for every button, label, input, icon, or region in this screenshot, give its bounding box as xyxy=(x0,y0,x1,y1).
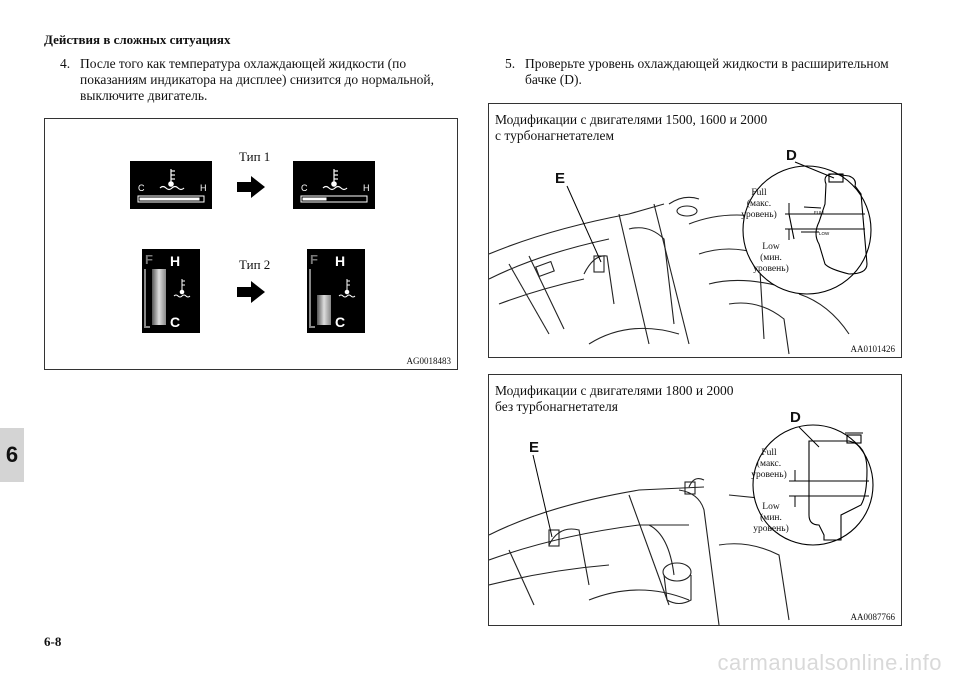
step-number: 5. xyxy=(505,56,516,71)
gauge-c-label: C xyxy=(138,183,145,193)
svg-text:F: F xyxy=(145,252,153,267)
svg-text:C: C xyxy=(335,314,345,330)
chapter-tab: 6 xyxy=(0,428,24,482)
gauge-fill xyxy=(152,269,166,325)
figure-engine-turbo: Модификации с двигателями 1500, 1600 и 2… xyxy=(488,103,902,358)
label-e: E xyxy=(555,170,566,187)
svg-text:C: C xyxy=(170,314,180,330)
step-5: 5. Проверьте уровень охлаждающей жидкост… xyxy=(505,56,925,90)
gauge-fill xyxy=(302,197,327,201)
gauge-display-type1-normal: C H xyxy=(293,161,375,209)
label-d: D xyxy=(790,409,801,426)
low-level-label: уровень) xyxy=(753,264,789,274)
figure-caption-line: Модификации с двигателями 1800 и 2000 xyxy=(495,383,734,398)
svg-text:H: H xyxy=(170,253,180,269)
step-text-line: показаниям индикатора на дисплее) снизит… xyxy=(80,72,435,87)
coolant-temp-icon xyxy=(159,169,185,191)
full-level-label: (макс. xyxy=(746,199,772,209)
coolant-temp-icon xyxy=(322,169,348,191)
step-text-line: После того как температура охлаждающей ж… xyxy=(80,56,407,71)
figure-caption-line: с турбонагнетателем xyxy=(495,128,615,143)
figure-temperature-gauges: Тип 1 Тип 2 C H C xyxy=(44,118,458,370)
step-number: 4. xyxy=(60,56,71,71)
low-level-label: (мин. xyxy=(760,253,782,263)
full-level-label: Full xyxy=(761,448,777,458)
coolant-temp-icon xyxy=(173,279,191,298)
full-level-label: уровень) xyxy=(741,210,777,220)
type2-label: Тип 2 xyxy=(239,257,271,272)
gauge-h-label: H xyxy=(200,183,207,193)
figure-caption-line: Модификации с двигателями 1500, 1600 и 2… xyxy=(495,112,768,127)
figure-code: AA0087766 xyxy=(850,612,896,622)
full-level-label: уровень) xyxy=(751,470,787,480)
step-4: 4. После того как температура охлаждающе… xyxy=(60,56,460,106)
watermark: carmanualsonline.info xyxy=(717,650,942,675)
page-number: 6-8 xyxy=(44,634,62,649)
low-level-label: Low xyxy=(762,502,780,512)
figure-engine-non-turbo: Модификации с двигателями 1800 и 2000 бе… xyxy=(488,374,902,626)
svg-text:F: F xyxy=(310,252,318,267)
figure-code: AA0101426 xyxy=(850,344,896,354)
label-e: E xyxy=(529,439,540,456)
gauge-fill xyxy=(317,295,331,325)
svg-text:H: H xyxy=(363,183,370,193)
type1-label: Тип 1 xyxy=(239,149,271,164)
gauge-display-type2-normal: F H C xyxy=(307,249,365,333)
engine-bay-illustration xyxy=(489,424,874,625)
low-level-label: Low xyxy=(762,242,780,252)
full-level-label: (макс. xyxy=(756,459,782,469)
arrow-right-icon xyxy=(237,281,265,303)
full-level-label: Full xyxy=(751,188,767,198)
svg-text:C: C xyxy=(301,183,308,193)
step-text-line: выключите двигатель. xyxy=(80,88,208,103)
engine-bay-illustration: FULL LOW xyxy=(489,161,872,355)
svg-text:LOW: LOW xyxy=(819,231,830,236)
step-text-line: бачке (D). xyxy=(525,72,582,87)
figure-code: AG0018483 xyxy=(406,356,452,366)
low-level-label: (мин. xyxy=(760,513,782,523)
arrow-right-icon xyxy=(237,176,265,198)
gauge-display-type2-hot: F H C xyxy=(142,249,200,333)
figure-caption-line: без турбонагнетателя xyxy=(495,399,618,414)
step-text-line: Проверьте уровень охлаждающей жидкости в… xyxy=(525,56,889,71)
low-level-label: уровень) xyxy=(753,524,789,534)
coolant-temp-icon xyxy=(338,279,356,298)
label-d: D xyxy=(786,147,797,164)
svg-text:FULL: FULL xyxy=(814,210,826,215)
section-header: Действия в сложных ситуациях xyxy=(44,32,231,47)
gauge-fill xyxy=(139,197,200,201)
gauge-display-type1-hot: C H xyxy=(130,161,212,209)
svg-text:H: H xyxy=(335,253,345,269)
